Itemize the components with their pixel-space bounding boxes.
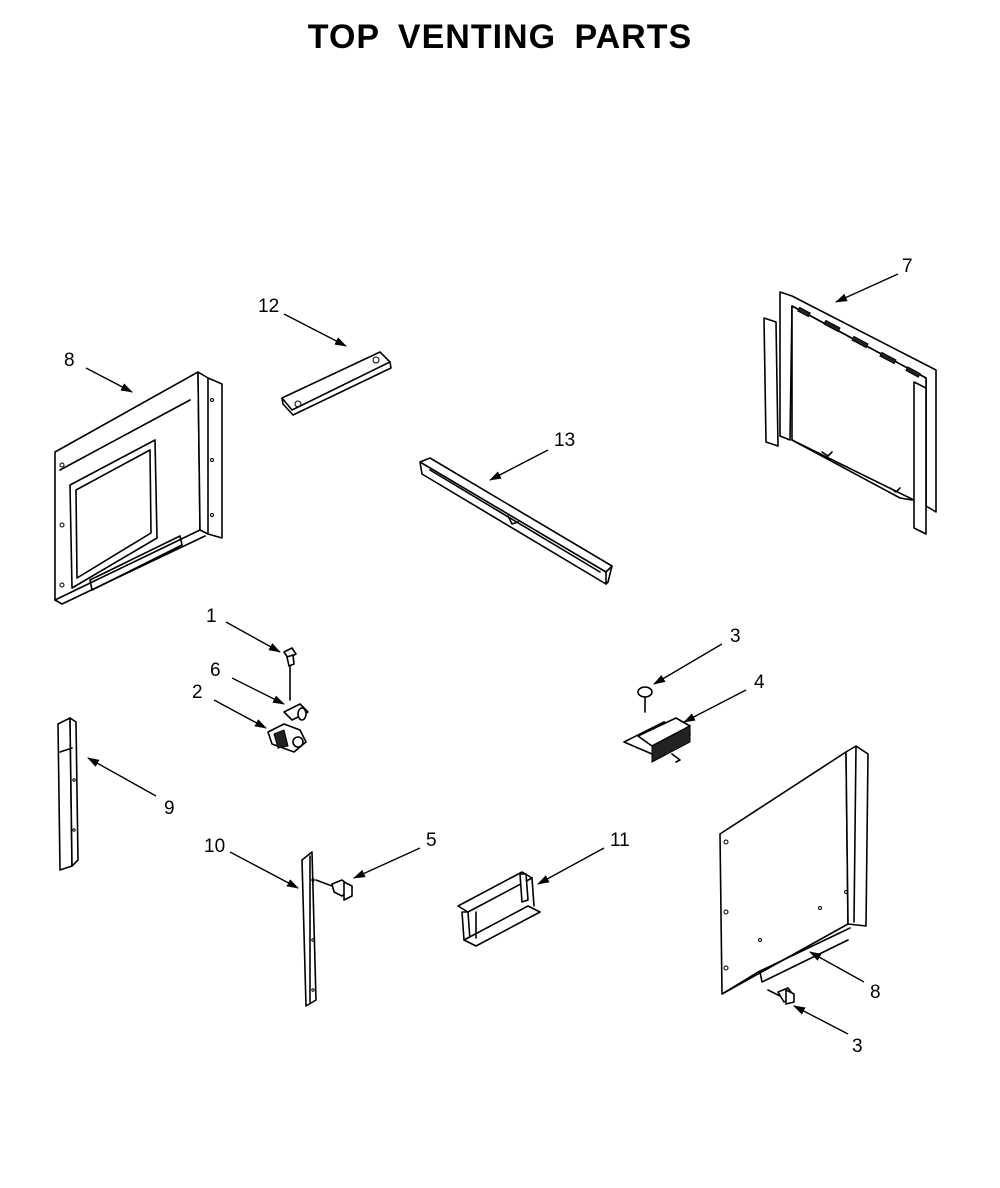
- part-4-box[interactable]: [623, 717, 691, 763]
- leader-9: [87, 757, 157, 797]
- part-11-channel-bracket[interactable]: [457, 871, 541, 947]
- callout-5: 5: [426, 830, 437, 851]
- callout-13: 13: [554, 430, 575, 451]
- leader-8-left: [85, 367, 133, 393]
- leader-5: [353, 847, 421, 879]
- leader-1: [225, 621, 281, 653]
- callout-11: 11: [610, 830, 630, 851]
- part-5-screw[interactable]: [315, 879, 353, 901]
- part-8-right-side-panel[interactable]: [719, 745, 869, 995]
- leader-6: [231, 677, 285, 705]
- leader-3-top: [653, 643, 723, 685]
- page-title: TOP VENTING PARTS: [307, 18, 693, 56]
- part-1-screw[interactable]: [283, 647, 297, 701]
- leader-2: [213, 699, 267, 729]
- leader-13: [489, 449, 549, 481]
- part-3-screw-bottom[interactable]: [767, 987, 795, 1005]
- leader-4: [683, 689, 747, 723]
- leader-11: [537, 847, 605, 885]
- part-13-rail[interactable]: [419, 457, 613, 585]
- leader-3-bottom: [793, 1005, 849, 1035]
- callout-3-top: 3: [730, 626, 741, 647]
- callout-6: 6: [210, 660, 221, 681]
- leader-10: [229, 851, 299, 889]
- part-12-strap[interactable]: [281, 351, 392, 416]
- leader-7: [835, 273, 899, 303]
- part-3-screw-top[interactable]: [637, 686, 653, 713]
- part-8-left-side-panel[interactable]: [54, 371, 223, 605]
- callout-8-right: 8: [870, 982, 881, 1003]
- leader-8-right: [809, 951, 865, 983]
- callout-10: 10: [204, 836, 225, 857]
- callout-2: 2: [192, 682, 203, 703]
- part-6-pin[interactable]: [283, 703, 309, 721]
- part-7-rear-panel[interactable]: [763, 291, 937, 535]
- callout-9: 9: [164, 798, 175, 819]
- callout-1: 1: [206, 606, 217, 627]
- part-2-bracket[interactable]: [267, 723, 307, 753]
- callout-12: 12: [258, 296, 279, 317]
- callout-4: 4: [754, 672, 765, 693]
- callout-7: 7: [902, 256, 913, 277]
- part-10-center-strip[interactable]: [301, 851, 317, 1007]
- callout-8-left: 8: [64, 350, 75, 371]
- part-9-left-strip[interactable]: [57, 717, 79, 871]
- callout-3-bottom: 3: [852, 1036, 863, 1057]
- leader-12: [283, 313, 347, 347]
